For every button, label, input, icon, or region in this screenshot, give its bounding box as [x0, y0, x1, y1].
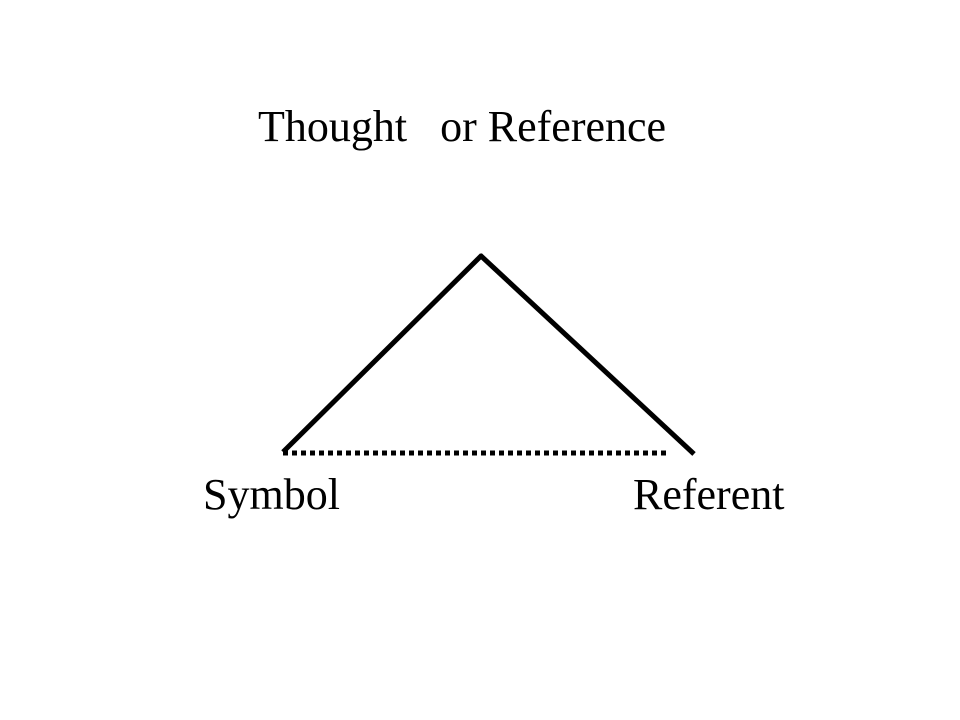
symbol-label: Symbol	[203, 470, 340, 519]
referent-label: Referent	[633, 470, 785, 519]
thought-or-reference-label: Thought or Reference	[258, 102, 667, 151]
symbol-to-thought-edge	[281, 253, 484, 454]
thought-to-referent-edge	[478, 253, 696, 456]
